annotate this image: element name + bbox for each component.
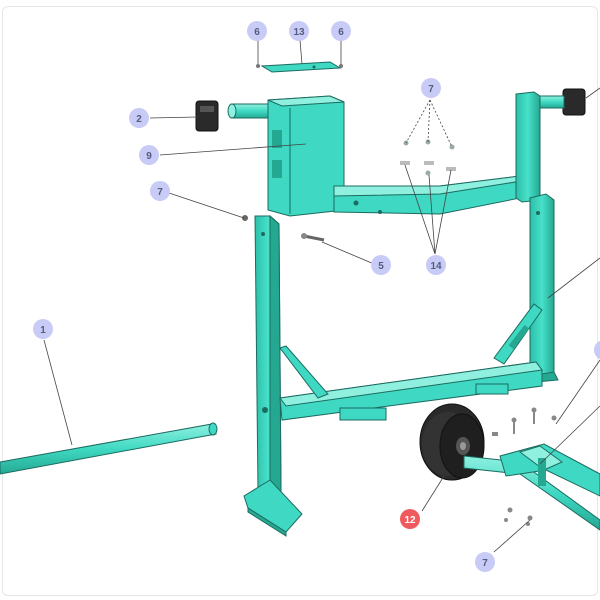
washer-7b — [242, 215, 248, 221]
callout-14[interactable]: 14 — [426, 255, 446, 275]
callout-12[interactable]: 12 — [400, 509, 420, 529]
callout-2[interactable]: 2 — [129, 108, 149, 128]
callout-edge-a[interactable] — [594, 340, 600, 360]
callout-13[interactable]: 13 — [289, 21, 309, 41]
main-stand-frame — [243, 193, 559, 537]
svg-text:9: 9 — [146, 151, 152, 162]
svg-text:2: 2 — [136, 114, 142, 125]
callout-1[interactable]: 1 — [33, 319, 53, 339]
callout-5[interactable]: 5 — [371, 255, 391, 275]
callout-bubbles: 6 13 6 7 2 9 7 — [33, 21, 600, 572]
svg-text:5: 5 — [378, 261, 384, 272]
callout-9[interactable]: 9 — [139, 145, 159, 165]
part-tube-1 — [0, 422, 218, 475]
svg-text:12: 12 — [404, 515, 416, 526]
callout-7c[interactable]: 7 — [475, 552, 495, 572]
callout-7b[interactable]: 7 — [150, 181, 170, 201]
hardware-bolts-base — [492, 407, 557, 526]
svg-text:7: 7 — [482, 558, 488, 569]
callout-6a[interactable]: 6 — [247, 21, 267, 41]
svg-text:7: 7 — [428, 84, 434, 95]
wheel-axle-assembly — [463, 443, 600, 531]
svg-text:7: 7 — [157, 187, 163, 198]
part-plate-13 — [260, 61, 342, 73]
callout-6b[interactable]: 6 — [331, 21, 351, 41]
part-cradle-9 — [227, 91, 565, 217]
diagram-frame — [2, 6, 598, 596]
screw-6a — [256, 64, 260, 68]
part-pin-5 — [301, 233, 325, 242]
part-roller-2b — [562, 88, 586, 116]
svg-text:1: 1 — [40, 325, 46, 336]
callout-7a[interactable]: 7 — [421, 78, 441, 98]
svg-text:6: 6 — [338, 27, 344, 38]
svg-text:6: 6 — [254, 27, 260, 38]
svg-text:14: 14 — [430, 261, 442, 272]
hardware-bolts-14 — [400, 139, 456, 176]
part-roller-2 — [195, 100, 219, 132]
leader-lines — [43, 39, 600, 553]
svg-text:13: 13 — [293, 27, 305, 38]
screw-6b — [339, 64, 343, 68]
